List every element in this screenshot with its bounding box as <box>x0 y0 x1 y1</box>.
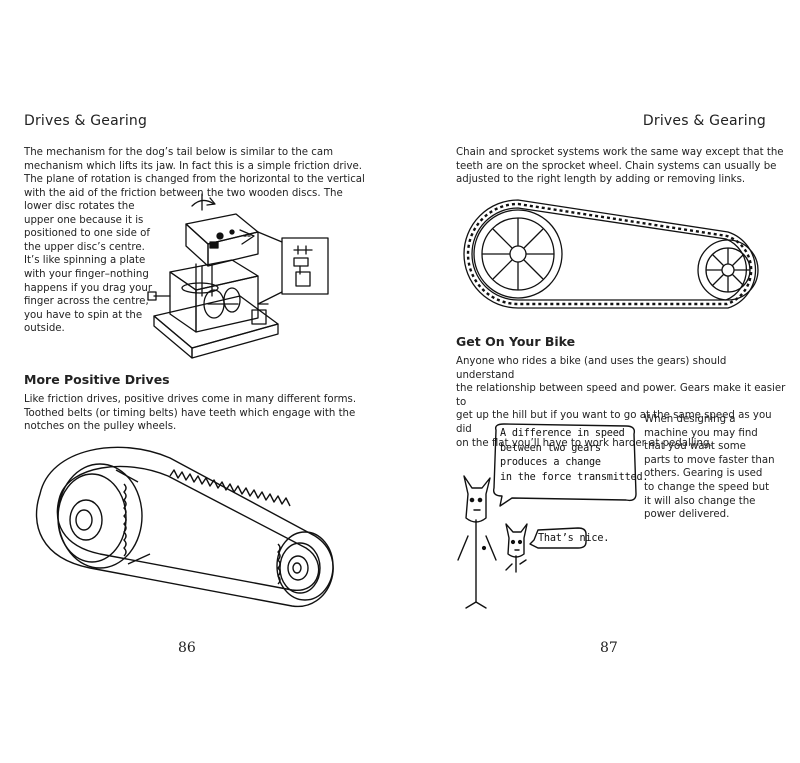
intro-line: The mechanism for the dog’s tail below i… <box>24 147 334 158</box>
bubble-line: in the force transmitted. <box>500 471 649 483</box>
bike-paragraph: Anyone who rides a bike (and uses the ge… <box>456 355 786 450</box>
bubble-line: A difference in speed <box>500 428 625 439</box>
side-line: When designing a <box>644 414 736 425</box>
left-page: Drives & Gearing The mechanism for the d… <box>24 113 384 656</box>
gearing-side-paragraph: When designing a machine you may find th… <box>644 413 784 522</box>
intro-line: with the aid of the friction between the… <box>24 187 343 199</box>
wrap-line: lower disc rotates the <box>24 201 135 212</box>
side-line: machine you may find <box>644 427 758 439</box>
wrap-line: with your finger–nothing <box>24 268 149 280</box>
section-line: Like friction drives, positive drives co… <box>24 394 357 405</box>
friction-drive-illustration <box>140 192 340 367</box>
cartoon-illustration <box>454 420 644 620</box>
bubble-line: produces a change <box>500 457 601 468</box>
bike-line: get up the hill but if you want to go at… <box>456 410 772 435</box>
wrap-line: positioned to one side of <box>24 228 150 240</box>
wrap-paragraph: lower disc rotates the upper one because… <box>24 200 164 336</box>
bubble-line: between two gears <box>500 442 601 454</box>
side-line: power delivered. <box>644 509 730 521</box>
wrap-line: outside. <box>24 323 65 335</box>
intro-paragraph: The mechanism for the dog’s tail below i… <box>24 146 384 200</box>
intro-line: The plane of rotation is changed from th… <box>24 174 365 186</box>
bike-line: Anyone who rides a bike (and uses the ge… <box>456 356 727 381</box>
section-line: notches on the pulley wheels. <box>24 421 177 433</box>
intro-line: mechanism which lifts its jaw. In fact t… <box>24 160 362 172</box>
left-section-title: More Positive Drives <box>24 372 170 387</box>
side-line: parts to move faster than <box>644 454 775 466</box>
left-page-number: 86 <box>178 640 196 656</box>
side-line: that you want some <box>644 441 746 453</box>
left-running-head: Drives & Gearing <box>24 113 148 129</box>
right-page: Drives & Gearing Chain and sprocket syst… <box>400 0 800 763</box>
toothed-belt-illustration <box>30 436 360 626</box>
large-speech-bubble-text: A difference in speed between two gears … <box>500 427 649 485</box>
wrap-line: the upper disc’s centre. <box>24 241 145 253</box>
right-section-title: Get On Your Bike <box>456 334 576 349</box>
wrap-line: It’s like spinning a plate <box>24 255 146 267</box>
right-running-head: Drives & Gearing <box>642 113 766 129</box>
small-speech-bubble-text: That’s nice. <box>538 533 610 544</box>
wrap-line: happens if you drag your <box>24 282 153 294</box>
section-line: Toothed belts (or timing belts) have tee… <box>24 407 356 419</box>
wrap-line: upper one because it is <box>24 214 144 226</box>
wrap-line: you have to spin at the <box>24 309 143 321</box>
side-line: to change the speed but <box>644 481 770 493</box>
bike-line: the relationship between speed and power… <box>456 383 786 408</box>
chain-paragraph: Chain and sprocket systems work the same… <box>456 146 786 187</box>
wrap-line: finger across the centre, <box>24 296 149 308</box>
right-page-number: 87 <box>600 640 618 656</box>
chain-line: Chain and sprocket systems work the same… <box>456 147 784 158</box>
side-line: others. Gearing is used <box>644 468 763 480</box>
bike-line: on the flat you’ll have to work harder a… <box>456 437 713 449</box>
side-line: it will also change the <box>644 495 756 507</box>
chain-sprocket-illustration <box>458 196 780 314</box>
positive-drives-paragraph: Like friction drives, positive drives co… <box>24 393 384 434</box>
chain-line: adjusted to the right length by adding o… <box>456 174 746 186</box>
chain-line: teeth are on the sprocket wheel. Chain s… <box>456 160 777 172</box>
